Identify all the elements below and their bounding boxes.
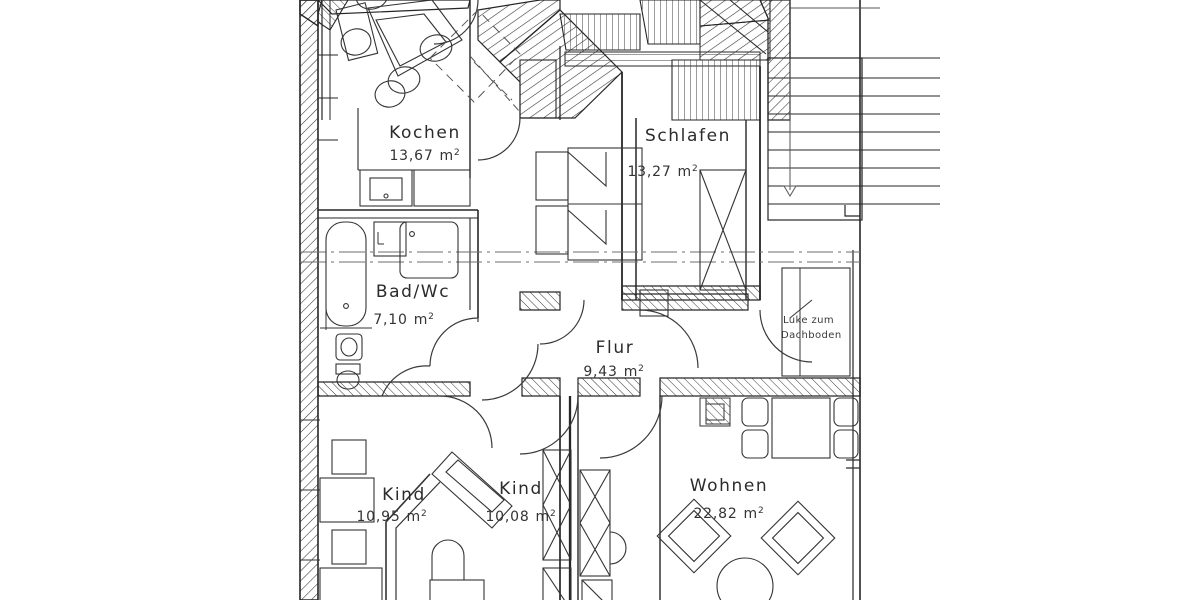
living-chair-2	[741, 429, 769, 459]
kind1-stool-icon	[331, 439, 367, 475]
kind1-wardrobe-icon	[431, 451, 513, 529]
annotation-attic-hatch-line2: Dachboden	[781, 330, 842, 341]
room-label-kind-2: Kind	[499, 479, 543, 499]
toilet-icon	[335, 363, 361, 375]
wardrobe-icon	[699, 169, 747, 291]
sink-icon	[335, 333, 363, 361]
roof-slope-hatch-right	[671, 59, 761, 121]
living-chair-3	[833, 397, 859, 427]
attic-hatch-leader	[789, 299, 813, 319]
room-label-schlafen: Schlafen	[645, 126, 731, 146]
hall-detail	[699, 267, 851, 427]
kind1-furniture	[319, 439, 513, 600]
living-room-furniture	[656, 397, 860, 600]
kitchen-furniture	[335, 0, 521, 207]
bedroom-furniture	[535, 147, 747, 317]
cabinet-icon	[373, 221, 407, 257]
round-table-icon	[716, 557, 774, 600]
exterior-wall-left	[299, 0, 319, 600]
room-label-wohnen: Wohnen	[690, 476, 769, 496]
living-chair-1	[741, 397, 769, 427]
armchair-right-icon	[760, 500, 836, 576]
staircase	[767, 7, 940, 221]
window-band-left	[300, 419, 320, 561]
wall-living-top	[659, 377, 861, 397]
wall-structure	[299, 0, 940, 600]
kind1-stool2-icon	[331, 529, 367, 565]
nightstand-left-icon	[535, 151, 569, 201]
room-label-flur: Flur	[596, 338, 635, 358]
shower-icon	[399, 221, 459, 279]
living-table-icon	[771, 397, 831, 459]
annotation-attic-hatch-line1: Luke zum	[783, 315, 834, 326]
living-chair-4	[833, 429, 859, 459]
wall-bath-bottom	[317, 381, 471, 397]
bathroom-fixtures	[320, 221, 459, 390]
kind1-desk-icon	[319, 477, 375, 523]
stair-direction-arrow	[783, 185, 797, 197]
room-label-kochen: Kochen	[389, 123, 461, 143]
armchair-left-icon	[656, 498, 732, 574]
nightstand-right-icon	[535, 205, 569, 255]
kind1-bed-icon	[319, 567, 383, 600]
room-label-kind-1: Kind	[382, 485, 426, 505]
kind2-furniture	[542, 449, 627, 600]
door-swings	[381, 0, 813, 459]
room-label-badwc: Bad/Wc	[376, 282, 450, 302]
